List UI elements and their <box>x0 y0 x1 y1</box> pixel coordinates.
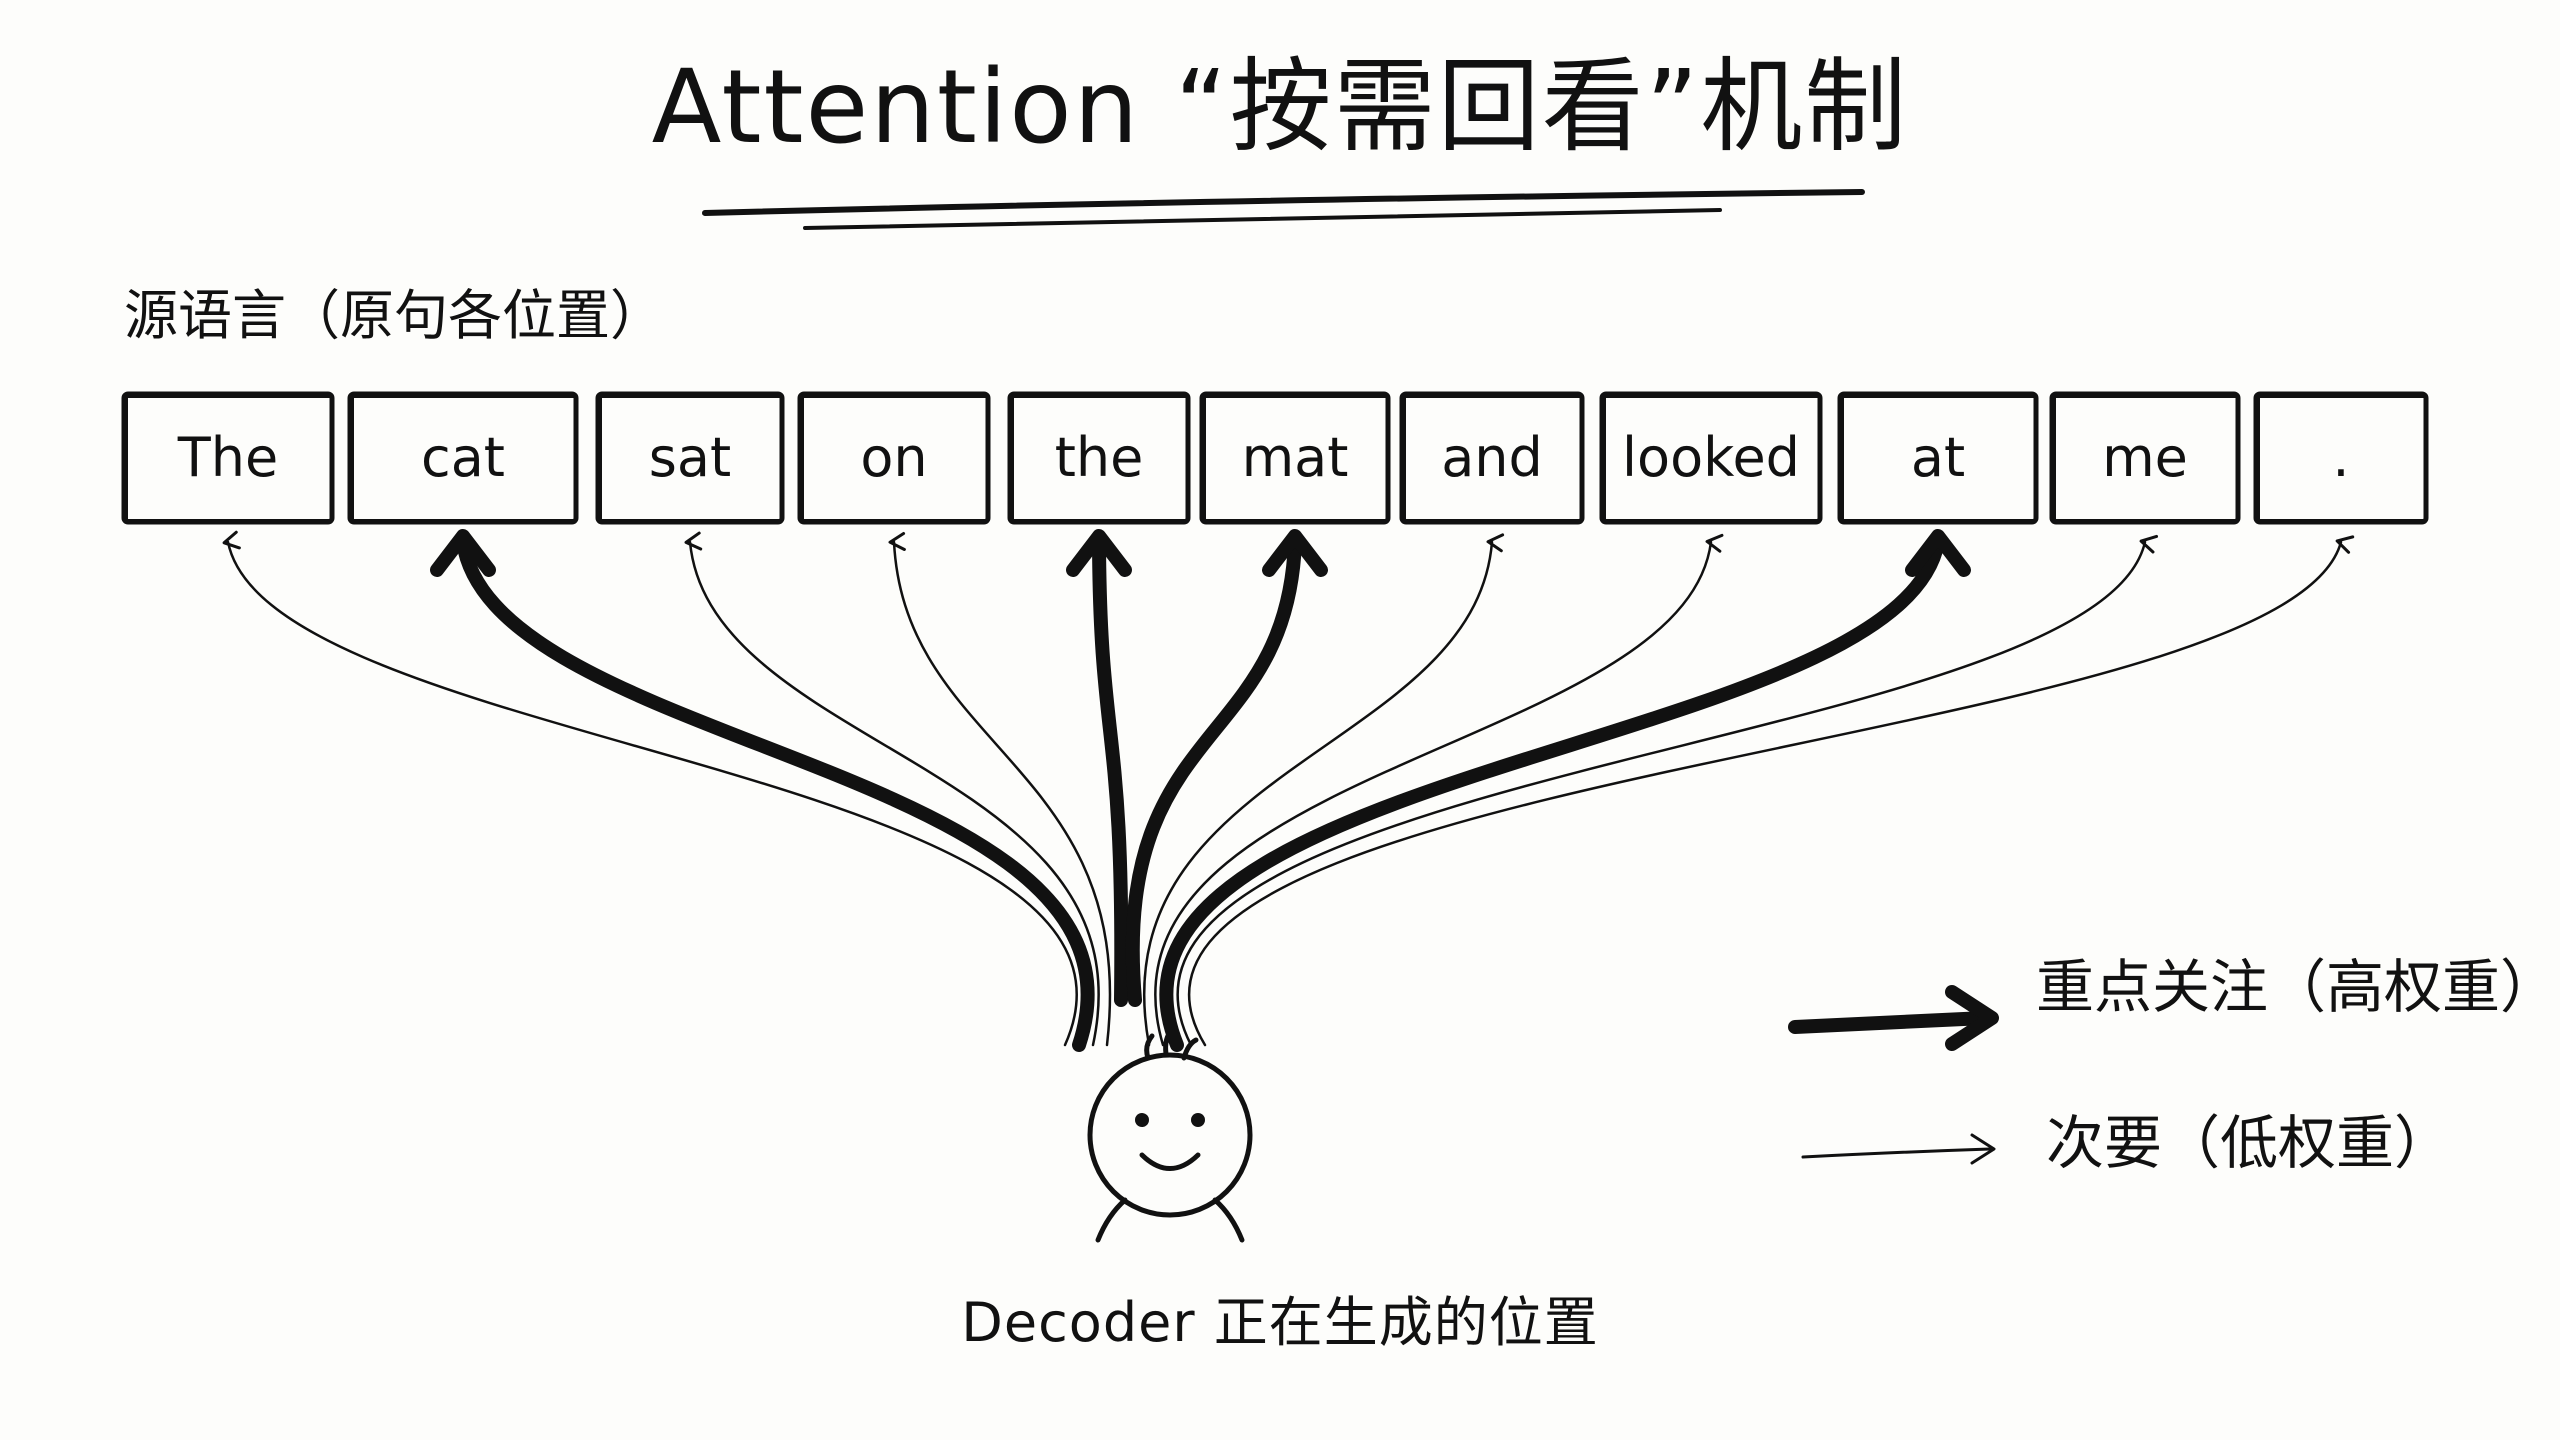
high-weight-arrow <box>1092 535 1129 1007</box>
token-box-frame-sketch <box>600 396 782 521</box>
token-box: mat <box>1199 391 1391 525</box>
token-box: . <box>2253 391 2429 525</box>
token-box: me <box>2049 391 2241 525</box>
token-box-frame-sketch <box>2054 396 2238 521</box>
low-weight-arrow <box>222 530 1078 1047</box>
low-weight-arrow <box>1176 534 2159 1047</box>
token-label: and <box>1441 426 1543 489</box>
token-box: on <box>797 391 991 525</box>
legend-low-weight-arrow-icon <box>1801 1133 1996 1165</box>
token-label: The <box>177 426 278 489</box>
high-weight-arrow <box>456 535 1095 1052</box>
token-box: looked <box>1599 391 1823 525</box>
token-label: on <box>860 426 927 489</box>
token-boxes: The cat sat on the mat and looked at me. <box>121 391 2429 525</box>
token-box-frame-sketch <box>1204 396 1388 521</box>
high-weight-arrowhead <box>430 529 496 577</box>
token-box-frame-sketch <box>802 396 988 521</box>
decoder-caption: Decoder 正在生成的位置 <box>961 1291 1599 1354</box>
token-label: . <box>2332 426 2349 489</box>
low-weight-arrow <box>1187 535 2355 1047</box>
token-label: the <box>1055 426 1144 489</box>
token-box-frame-sketch <box>126 396 332 521</box>
token-box-frame-sketch <box>1404 396 1582 521</box>
decoder-stick-figure-icon <box>1087 1027 1253 1243</box>
token-box-frame-sketch <box>2258 396 2426 521</box>
token-box-frame-sketch <box>1012 396 1188 521</box>
token-label: looked <box>1622 426 1800 489</box>
high-weight-arrow <box>1159 535 1945 1052</box>
token-label: mat <box>1242 426 1349 489</box>
diagram-title: Attention “按需回看”机制 <box>651 48 1909 167</box>
token-label: cat <box>421 426 505 489</box>
high-weight-arrow <box>1125 535 1302 1007</box>
token-label: me <box>2102 426 2188 489</box>
token-box: the <box>1007 391 1191 525</box>
legend-low-weight-label: 次要（低权重） <box>2046 1109 2453 1177</box>
low-weight-arrow <box>1142 533 1505 1047</box>
high-weight-arrowhead <box>1066 529 1132 577</box>
source-language-label: 源语言（原句各位置） <box>124 284 664 347</box>
token-box: cat <box>347 391 579 525</box>
legend-high-weight-label: 重点关注（高权重） <box>2036 953 2559 1021</box>
token-box-frame-sketch <box>1604 396 1820 521</box>
token-box: and <box>1399 391 1585 525</box>
legend-high-weight-arrow-icon <box>1788 985 1999 1051</box>
token-box-frame-sketch <box>1842 396 2036 521</box>
low-weight-arrow <box>888 531 1112 1047</box>
token-box: The <box>121 391 335 525</box>
attention-arrows <box>222 529 2355 1052</box>
token-box: at <box>1837 391 2039 525</box>
token-box-frame-sketch <box>352 396 576 521</box>
low-weight-arrow <box>684 531 1100 1047</box>
high-weight-arrowhead <box>1262 529 1328 577</box>
token-label: sat <box>649 426 731 489</box>
low-weight-arrow <box>1154 533 1724 1047</box>
title-underline <box>702 189 1865 230</box>
token-label: at <box>1911 426 1965 489</box>
high-weight-arrowhead <box>1905 529 1971 577</box>
token-box: sat <box>595 391 785 525</box>
